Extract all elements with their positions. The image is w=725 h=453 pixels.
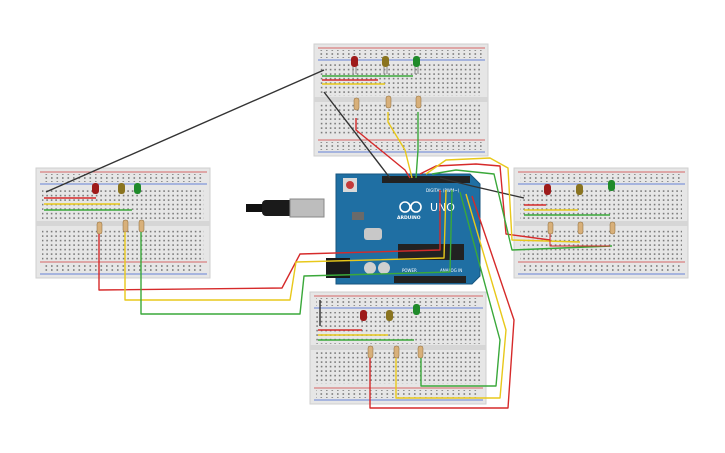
wire-yellow[interactable] (425, 157, 581, 243)
wire-yellow[interactable] (124, 189, 447, 301)
wire-green[interactable] (140, 189, 453, 315)
resistor-icon[interactable] (393, 345, 400, 359)
leds (92, 56, 615, 321)
resistor-icon[interactable] (353, 97, 360, 111)
resistor-icon[interactable] (385, 95, 392, 109)
wire-black[interactable] (45, 69, 325, 193)
led-green-icon[interactable] (413, 56, 420, 74)
wire-green[interactable] (415, 112, 419, 179)
wires (45, 69, 613, 409)
led-red-icon[interactable] (351, 56, 358, 74)
digital-header[interactable] (382, 176, 470, 183)
wire-red[interactable] (419, 163, 551, 241)
analog-label: ANALOG IN (440, 268, 462, 273)
led-green-icon[interactable] (608, 180, 615, 191)
power-jack-icon (326, 258, 350, 278)
wire-green[interactable] (431, 169, 613, 251)
power-label: POWER (402, 268, 417, 273)
led-yellow-icon[interactable] (386, 310, 393, 321)
breadboard-jumpers (44, 75, 610, 341)
wire-red[interactable] (369, 195, 515, 409)
digital-label: DIGITAL (PWM~) (426, 188, 460, 193)
resistors (96, 95, 616, 359)
resistor-icon[interactable] (122, 219, 129, 233)
arduino-logo-icon (399, 201, 422, 213)
led-red-icon[interactable] (544, 184, 551, 195)
led-red-icon[interactable] (92, 183, 99, 194)
microcontroller-chip (398, 244, 464, 260)
usb-cable-icon (246, 204, 266, 212)
wire-black[interactable] (439, 177, 525, 199)
led-yellow-icon[interactable] (576, 184, 583, 195)
board-model: UNO (430, 201, 455, 214)
power-header[interactable] (394, 276, 466, 283)
resistor-icon[interactable] (417, 345, 424, 359)
wire-green[interactable] (420, 191, 501, 387)
led-green-icon[interactable] (134, 183, 141, 194)
wire-red[interactable] (549, 234, 610, 247)
resistor-icon[interactable] (138, 219, 145, 233)
resistor-icon[interactable] (96, 221, 103, 235)
wire-black[interactable] (323, 91, 391, 179)
wire-red[interactable] (98, 190, 441, 291)
resistor-icon[interactable] (609, 221, 616, 235)
resistor-icon[interactable] (577, 221, 584, 235)
led-yellow-icon[interactable] (382, 56, 389, 74)
led-yellow-icon[interactable] (118, 183, 125, 194)
led-red-icon[interactable] (360, 310, 367, 321)
led-green-icon[interactable] (413, 304, 420, 315)
resistor-icon[interactable] (415, 95, 422, 109)
resistor-icon[interactable] (367, 345, 374, 359)
resistor-icon[interactable] (547, 221, 554, 235)
wire-yellow[interactable] (395, 193, 507, 399)
wire-red[interactable] (355, 118, 411, 179)
breadboard-top[interactable] (313, 43, 489, 157)
arduino-uno-board[interactable]: DIGITAL (PWM~) UNO ARDUINO POWER ANALOG … (246, 173, 481, 285)
breadboard-right[interactable] (513, 167, 689, 279)
board-brand: ARDUINO (397, 215, 421, 221)
wire-yellow[interactable] (387, 112, 413, 179)
